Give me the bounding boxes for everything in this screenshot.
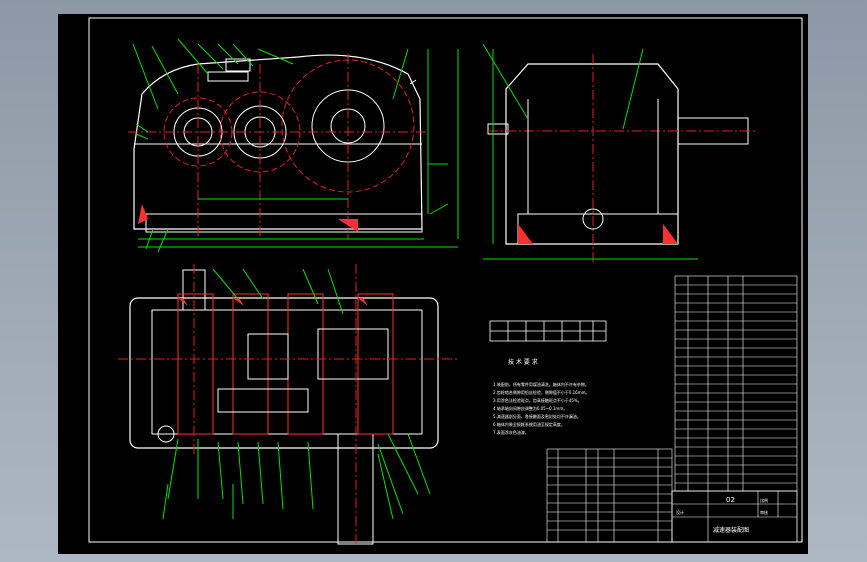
- front-view: [128, 38, 459, 253]
- tech-req-item-5: 5.减速器剖分面、各接触面及密封处均不许漏油。: [493, 413, 581, 419]
- tech-req-item-1: 1.装配前，所有零件用煤油清洗，箱体内不许有杂物。: [493, 381, 589, 387]
- drawing-sheet-number: 02: [726, 496, 735, 504]
- title-designer-label: 设计: [676, 509, 684, 515]
- gear-data-table: [489, 320, 607, 342]
- title-block: 02 比例 设计 审核 减速器装配图: [671, 490, 798, 543]
- tech-req-item-4: 4.轴承轴向间隙应调整为0.05~0.1mm。: [493, 405, 567, 411]
- drawing-sheet: 技 术 要 求 1.装配前，所有零件用煤油清洗，箱体内不许有杂物。 2.齿轮啮合…: [58, 14, 808, 554]
- tech-req-item-2: 2.齿轮啮合侧隙用铅丝检验，侧隙值不小于0.16mm。: [493, 389, 590, 395]
- side-view: [482, 43, 758, 264]
- inner-frame: [88, 17, 803, 543]
- tech-req-item-6: 6.箱体内装全损耗系统用油至规定高度。: [493, 421, 565, 427]
- tech-req-item-7: 7.表面涂灰色油漆。: [493, 429, 529, 435]
- title-checker-label: 审核: [760, 509, 768, 515]
- drawing-canvas: 技 术 要 求 1.装配前，所有零件用煤油清洗，箱体内不许有杂物。 2.齿轮啮合…: [88, 17, 803, 545]
- drawing-title: 减速器装配图: [713, 526, 749, 534]
- top-view: [118, 264, 458, 545]
- tech-req-item-3: 3.用涂色法检验斑点，齿高接触斑点不小于45%。: [493, 397, 582, 403]
- parts-list-lower: [546, 448, 673, 543]
- title-scale-label: 比例: [760, 497, 768, 503]
- tech-requirements: 技 术 要 求 1.装配前，所有零件用煤油清洗，箱体内不许有杂物。 2.齿轮啮合…: [493, 358, 590, 435]
- parts-list-upper: [674, 275, 798, 492]
- tech-requirements-heading: 技 术 要 求: [508, 358, 538, 366]
